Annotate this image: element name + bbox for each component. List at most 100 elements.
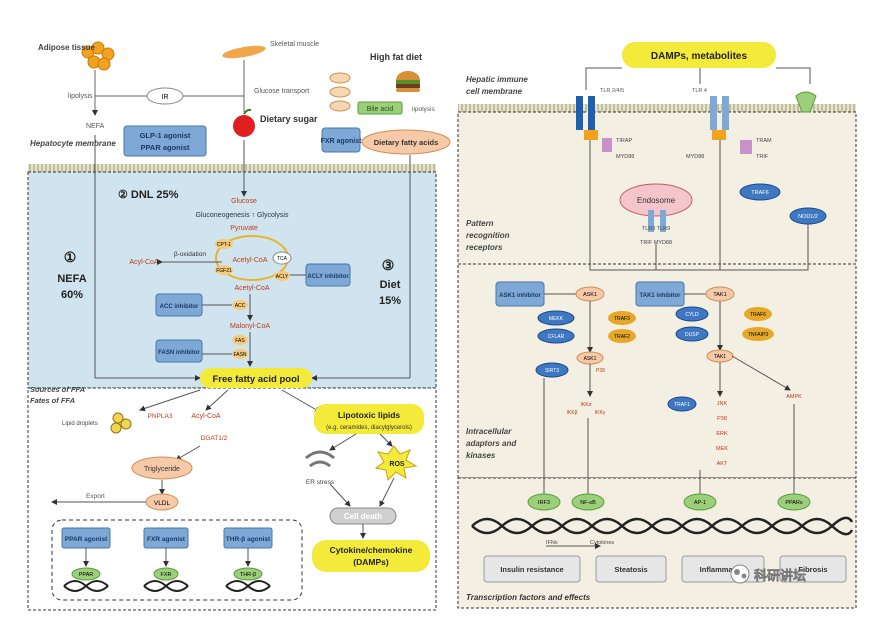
cyld-node [675,306,709,322]
lipotoxic-label: Lipotoxic lipids [338,410,401,420]
cell-death-label: Cell death [344,512,382,521]
receptor-cup-icon [795,91,817,113]
fgf21-label: FGF21 [216,268,232,274]
tf-ppars-label: PPARs [785,500,803,506]
skeletal-muscle-icon [222,45,266,59]
effect-fibrosis-label: Fibrosis [798,565,827,574]
ask1b-label: ASK1 [584,356,597,362]
effect-steatosis [595,555,667,583]
receptor-node [233,567,263,581]
acyl-coa-node: Acyl-CoA [129,259,159,266]
fas-badge [232,335,248,345]
immune-membrane [458,104,856,112]
dietary-fatty-acids-label: Dietary fatty acids [374,138,439,147]
agonist-group-1: PPAR agonist PPAR [61,527,111,592]
tf-nfkb-label: NF-κB [580,500,596,506]
fasn-inhibitor-box [155,339,203,363]
bile-acid-box [357,101,403,115]
acly-label: ACLY [276,274,289,280]
tlr4-label: TLR 4 [692,88,707,94]
fxr-agonist-label: FXR agonist [321,138,363,145]
hepatocyte-membrane-label: Hepatocyte membrane [30,139,116,148]
tnfaip3-node [742,327,774,341]
nefa-top-label: NEFA [86,123,105,130]
damps-box [622,42,776,68]
fasn-inhibitor-label: FASN inhibitor [158,350,200,356]
sources-label: Sources of FFA [30,385,85,394]
agonist-box-label: PPAR agonist [65,536,108,543]
er-stress-icon [305,450,335,468]
receptor-label: PPAR [79,572,94,578]
receptor-node [71,567,101,581]
nefa-pct-label: NEFA [57,273,86,285]
adipose-label: Adipose tissue [38,43,95,52]
hepatic-membrane-2: cell membrane [466,87,523,96]
endosome-node [619,183,693,217]
effect-insulin-resistance [483,555,581,583]
acc-label: ACC [235,303,246,309]
mekk-label: MEKK [549,316,564,322]
tirap-label: TIRAP [616,138,633,144]
left-panel: Adipose tissue Skeletal muscle lipolysis… [27,41,451,611]
hepatic-membrane-1: Hepatic immune [466,75,528,84]
traf6-top-label: TRAF6 [751,190,768,196]
traf3-label: TRAF3 [614,316,630,322]
fas-label: FAS [235,338,245,344]
ifn-label: IFNs [546,540,558,546]
traf1-node [667,396,697,412]
ros-burst-icon [374,445,418,482]
intracellular-label-2: adaptors and [466,439,517,448]
tak1-inhibitor-label: TAK1 inhibitor [640,293,682,299]
watermark-logo-icon [730,564,750,584]
mek-label: MEK [716,446,728,452]
cpt1-badge [215,239,233,249]
traf2-node [608,329,636,343]
ros-label: ROS [389,461,405,468]
myd88-2-label: MYD88 [686,154,704,160]
traf1-label: TRAF1 [674,402,690,408]
cflar-label: CFLAR [548,334,565,340]
glp1-ppar-box [123,125,207,157]
tf-ap1-label: AP-1 [694,500,706,506]
vldl-label: VLDL [154,500,171,507]
cflar-node [537,328,575,344]
tlr4-receptor [710,96,752,154]
traf6b-label: TRAF6 [750,312,766,318]
cytokine-box [312,540,430,572]
tf-nfkb [571,493,605,511]
ffa-pool-box [200,368,312,388]
p38b-label: P38 [717,416,727,422]
prr-label-3: receptors [466,243,503,252]
acly-inhibitor-label: ACLY inhibitor [307,274,349,280]
trif-label: TRIF [756,154,769,160]
nod12-label: NOD1/2 [798,214,818,220]
fatty-acid-stack [329,72,351,112]
ikkb-label: IKKβ [567,410,578,416]
cytokine-label-1: Cytokine/chemokine [330,545,413,555]
ikk-label: IKKα [581,402,592,408]
jnk-label: JNK [717,401,728,407]
fasn-label: FASN [233,352,246,358]
ikkg-label: IKKγ [595,410,606,416]
traf3-node [608,311,636,325]
tca-node [272,251,292,265]
effect-steatosis-label: Steatosis [614,565,647,574]
fxr-agonist-box [321,127,361,153]
traf6b-node [744,307,772,321]
sirt-label: SIRT3 [545,368,559,374]
lipolysis2-label: lipolysis [412,106,436,113]
cytokines-label: Cytokines [590,540,614,546]
tlr-2-4-5-receptor [576,96,598,140]
tf-ap1 [683,493,717,511]
p38-label: P38 [596,368,605,374]
dietary-fatty-acids-node [361,129,451,155]
triglyceride-node [131,456,193,480]
effect-fibrosis [779,555,847,583]
apple-icon [233,108,255,137]
acc-inhibitor-label: ACC inhibitor [160,304,199,310]
watermark-text: 科研讲坛 [754,568,806,583]
pnpla3-label: PNPLA3 [148,413,173,420]
prr-label-2: recognition [466,231,510,240]
acetyl-coa-node: Acetyl-CoA [232,257,267,264]
lipolysis-label: lipolysis [68,93,93,100]
